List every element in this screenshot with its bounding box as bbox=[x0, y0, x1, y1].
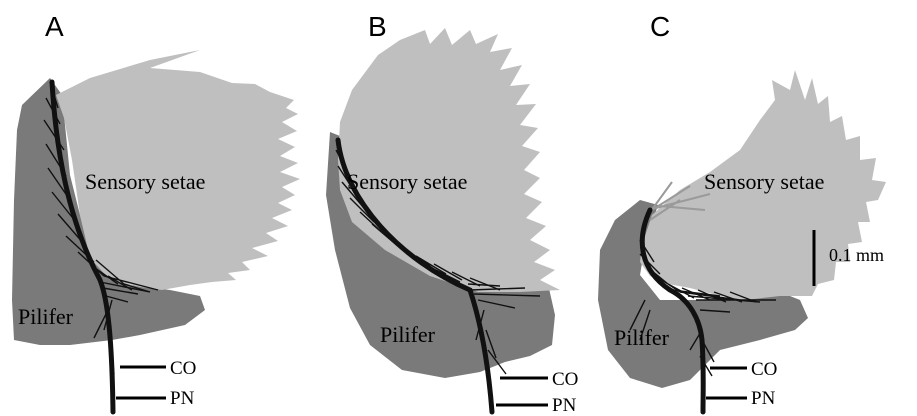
setae-label-c: Sensory setae bbox=[704, 169, 824, 194]
panel-a: A Sensory setae Pilifer CO PN bbox=[12, 11, 300, 412]
pilifer-label-b: Pilifer bbox=[380, 322, 436, 347]
panel-b: B Sensory setae Pilifer CO PN bbox=[326, 11, 578, 416]
pn-label-a: PN bbox=[170, 388, 195, 409]
setae-label-a: Sensory setae bbox=[85, 169, 205, 194]
pn-label-b: PN bbox=[552, 395, 577, 416]
pn-label-c: PN bbox=[751, 388, 776, 409]
panel-c: C Sensory setae Pilifer CO PN bbox=[598, 11, 886, 412]
co-label-b: CO bbox=[552, 369, 578, 390]
setae-label-b: Sensory setae bbox=[347, 169, 467, 194]
co-label-c: CO bbox=[751, 359, 777, 380]
pilifer-label-a: Pilifer bbox=[18, 304, 74, 329]
scale-bar-label: 0.1 mm bbox=[829, 245, 884, 265]
panel-letter-b: B bbox=[368, 11, 387, 42]
pilifer-label-c: Pilifer bbox=[614, 325, 670, 350]
panel-letter-a: A bbox=[45, 11, 64, 42]
co-label-a: CO bbox=[170, 358, 196, 379]
panel-letter-c: C bbox=[650, 11, 670, 42]
